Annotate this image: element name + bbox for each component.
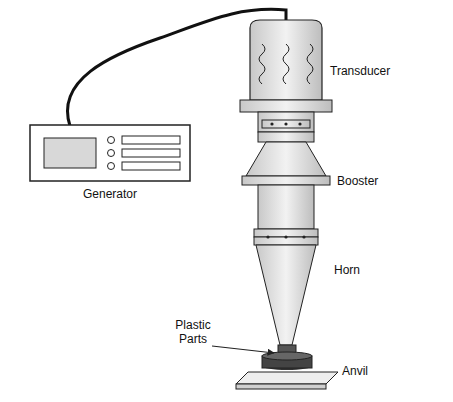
part-label: Anvil xyxy=(342,364,402,378)
horn xyxy=(256,245,316,345)
booster xyxy=(242,132,330,245)
anvil xyxy=(236,372,338,384)
generator-box xyxy=(30,125,190,181)
part-label: Generator xyxy=(75,187,145,201)
transducer xyxy=(240,20,332,132)
anvil-base xyxy=(236,384,326,389)
part-label: Booster xyxy=(337,174,407,188)
part-label: Transducer xyxy=(330,64,410,78)
part-label: Plastic Parts xyxy=(170,318,216,346)
leader-line xyxy=(212,346,274,353)
plastic-parts xyxy=(262,345,312,370)
part-label: Horn xyxy=(334,263,394,277)
